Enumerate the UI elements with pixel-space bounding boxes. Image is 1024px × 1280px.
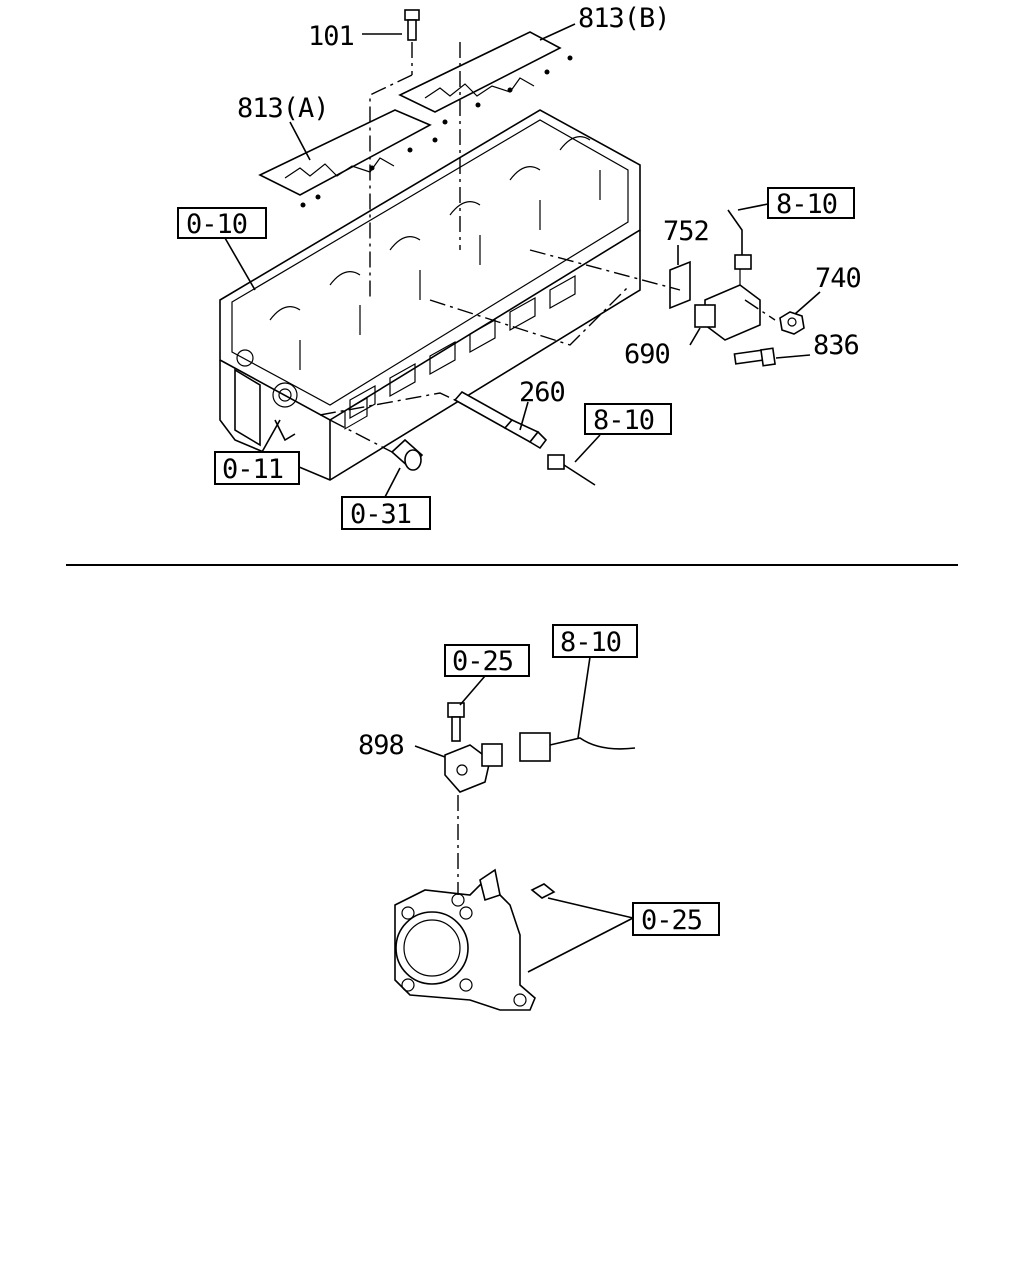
label-101: 101 bbox=[308, 21, 354, 52]
gasket-813a bbox=[258, 109, 438, 208]
ref-8-10-top-text: 8-10 bbox=[776, 189, 837, 220]
label-690: 690 bbox=[624, 339, 670, 370]
ref-box-0-25-right[interactable]: 0-25 bbox=[632, 902, 720, 936]
connector-8-10-mid bbox=[547, 454, 596, 486]
ref-box-8-10-bottom[interactable]: 8-10 bbox=[552, 624, 638, 658]
ref-0-31-text: 0-31 bbox=[350, 499, 411, 530]
ref-8-10-bottom-text: 8-10 bbox=[560, 627, 621, 658]
ref-box-0-10[interactable]: 0-10 bbox=[177, 207, 267, 240]
label-813b: 813(B) bbox=[578, 3, 670, 34]
plug-guide bbox=[329, 419, 393, 453]
nut-740 bbox=[779, 311, 805, 335]
bolt-101 bbox=[404, 9, 420, 75]
glow-plug-guide bbox=[319, 392, 456, 416]
bolt-836 bbox=[733, 347, 776, 367]
ref-8-10-mid-text: 8-10 bbox=[593, 405, 654, 436]
label-260: 260 bbox=[519, 377, 565, 408]
label-740: 740 bbox=[815, 263, 861, 294]
sensor-690 bbox=[694, 209, 761, 341]
ref-0-25-right-text: 0-25 bbox=[641, 905, 702, 936]
label-752: 752 bbox=[663, 216, 709, 247]
label-898: 898 bbox=[358, 730, 404, 761]
gasket-752 bbox=[669, 260, 691, 310]
ref-box-0-11[interactable]: 0-11 bbox=[214, 451, 300, 485]
ref-box-8-10-mid[interactable]: 8-10 bbox=[584, 403, 672, 436]
sensor-898 bbox=[444, 743, 503, 793]
glow-plug-260 bbox=[453, 390, 548, 450]
ref-0-10-text: 0-10 bbox=[186, 209, 247, 240]
cylinder-head-illustration bbox=[219, 109, 641, 481]
throttle-housing bbox=[394, 868, 556, 1011]
ref-0-11-text: 0-11 bbox=[222, 454, 283, 485]
ref-0-25-top-text: 0-25 bbox=[452, 646, 513, 677]
label-836: 836 bbox=[813, 330, 859, 361]
ref-box-0-31[interactable]: 0-31 bbox=[341, 496, 431, 530]
ref-box-0-25-top[interactable]: 0-25 bbox=[444, 644, 530, 677]
label-813a: 813(A) bbox=[237, 93, 329, 124]
leader-lines-top bbox=[224, 23, 821, 498]
gasket-813b bbox=[398, 31, 573, 125]
connector-8-10-bottom bbox=[519, 732, 636, 762]
leader-lines-bottom bbox=[414, 656, 634, 973]
bolt-0-25 bbox=[447, 702, 465, 742]
ref-box-8-10-top[interactable]: 8-10 bbox=[767, 187, 855, 220]
plug-0-31 bbox=[390, 438, 424, 471]
